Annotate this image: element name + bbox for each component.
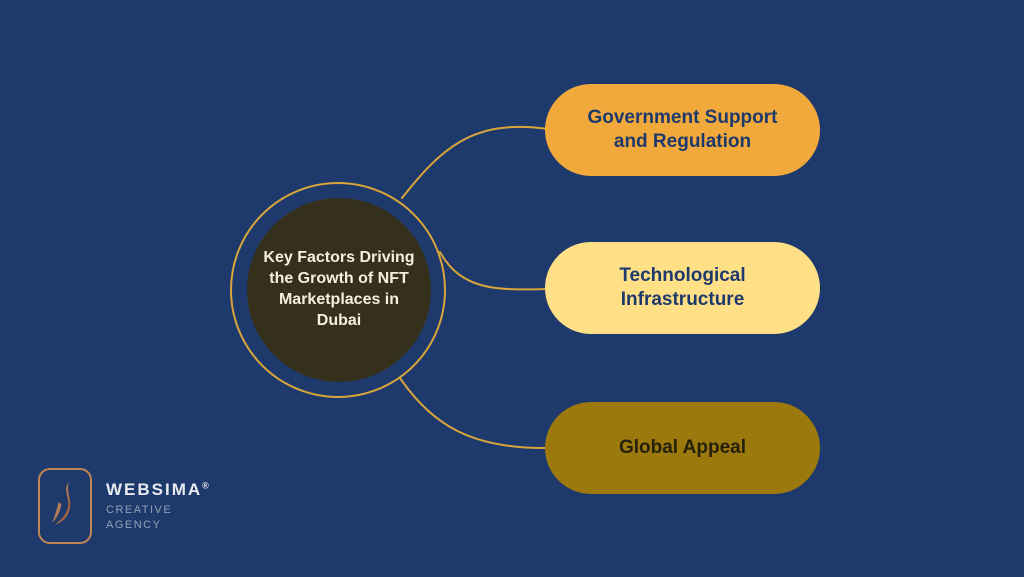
node-global-appeal: Global Appeal <box>545 402 820 494</box>
tagline-line2: AGENCY <box>106 518 162 531</box>
brand-name: WEBSIMA® <box>106 480 209 500</box>
brand-tagline: CREATIVE AGENCY <box>106 503 209 533</box>
websima-logo-icon <box>38 468 92 544</box>
central-topic-title: Key Factors Driving the Growth of NFT Ma… <box>263 249 415 329</box>
node-government-support-label: Government Support and Regulation <box>587 107 778 152</box>
connector-top <box>401 125 549 199</box>
brand-footer: WEBSIMA® CREATIVE AGENCY <box>38 468 209 544</box>
node-technological-infrastructure: Technological Infrastructure <box>545 242 820 334</box>
websima-swoosh-icon <box>52 481 71 525</box>
connector-bottom <box>399 377 549 450</box>
connector-middle <box>439 251 549 291</box>
brand-name-text: WEBSIMA <box>106 479 203 499</box>
node-global-appeal-label: Global Appeal <box>618 437 747 459</box>
node-government-support: Government Support and Regulation <box>545 84 820 176</box>
brand-text: WEBSIMA® CREATIVE AGENCY <box>106 480 209 533</box>
central-topic: Key Factors Driving the Growth of NFT Ma… <box>247 198 431 382</box>
registered-mark: ® <box>202 480 209 490</box>
node-technological-infrastructure-label: Technological Infrastructure <box>619 265 746 310</box>
tagline-line1: CREATIVE <box>106 503 173 516</box>
central-topic-ring <box>230 182 446 398</box>
